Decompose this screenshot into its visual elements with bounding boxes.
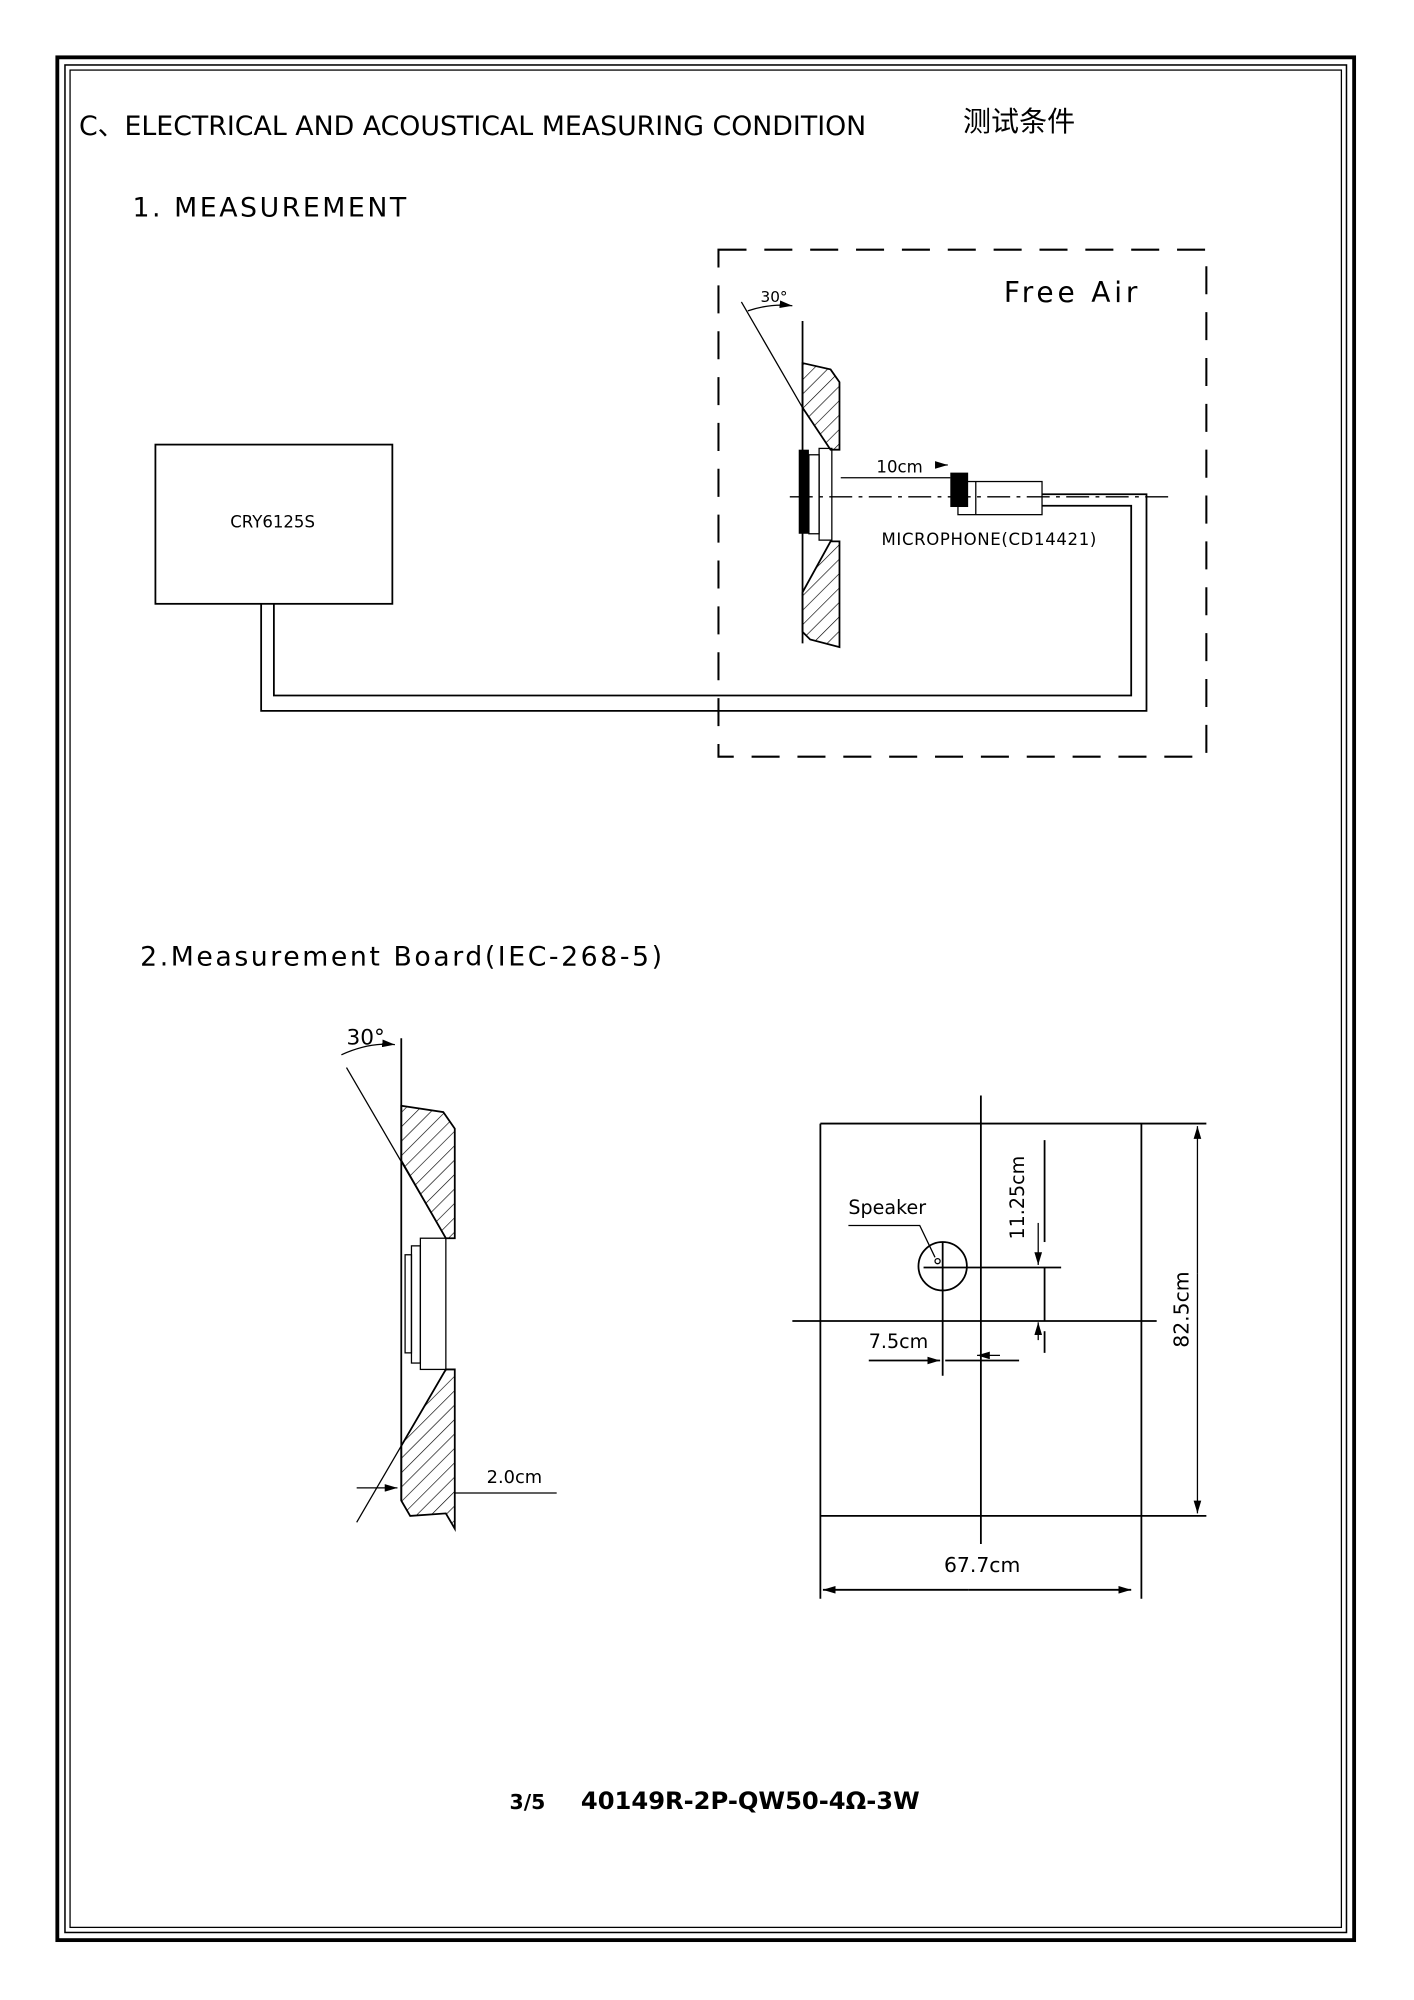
offset-horizontal-label: 7.5cm <box>869 1330 928 1353</box>
thickness-label: 2.0cm <box>487 1467 543 1488</box>
section-heading: C、ELECTRICAL AND ACOUSTICAL MEASURING CO… <box>79 111 866 142</box>
width-label: 67.7cm <box>944 1553 1020 1577</box>
microphone: MICROPHONE(CD14421) <box>882 472 1097 549</box>
distance-label: 10cm <box>876 458 922 477</box>
model-number: 40149R-2P-QW50-4Ω-3W <box>581 1787 920 1815</box>
analyzer-device: CRY6125S <box>154 443 394 605</box>
speaker-in-free-air: 30° <box>740 288 841 649</box>
signal-cable <box>260 493 1148 712</box>
device-label: CRY6125S <box>230 512 315 531</box>
baffle-cross-section: 30° 2.0cm <box>341 1026 557 1532</box>
section-heading-cn: 测试条件 <box>963 105 1075 138</box>
height-label: 82.5cm <box>1170 1271 1194 1347</box>
angle-label: 30° <box>761 288 788 306</box>
free-air-boundary <box>717 248 1208 758</box>
free-air-label: Free Air <box>1004 276 1141 309</box>
microphone-label: MICROPHONE(CD14421) <box>882 530 1097 549</box>
measurement-board-front: Speaker 11.25cm 7.5cm 82.5cm 67.7cm <box>792 1095 1207 1599</box>
board-angle-label: 30° <box>346 1026 384 1051</box>
board-title: 2.Measurement Board(IEC-268-5) <box>140 942 664 973</box>
page-number: 3/5 <box>510 1790 546 1814</box>
speaker-label: Speaker <box>848 1196 926 1219</box>
page-border <box>55 55 1357 1943</box>
offset-vertical-label: 11.25cm <box>1006 1156 1029 1240</box>
distance-dimension: 10cm <box>840 458 951 479</box>
measurement-title: 1. MEASUREMENT <box>132 193 408 224</box>
